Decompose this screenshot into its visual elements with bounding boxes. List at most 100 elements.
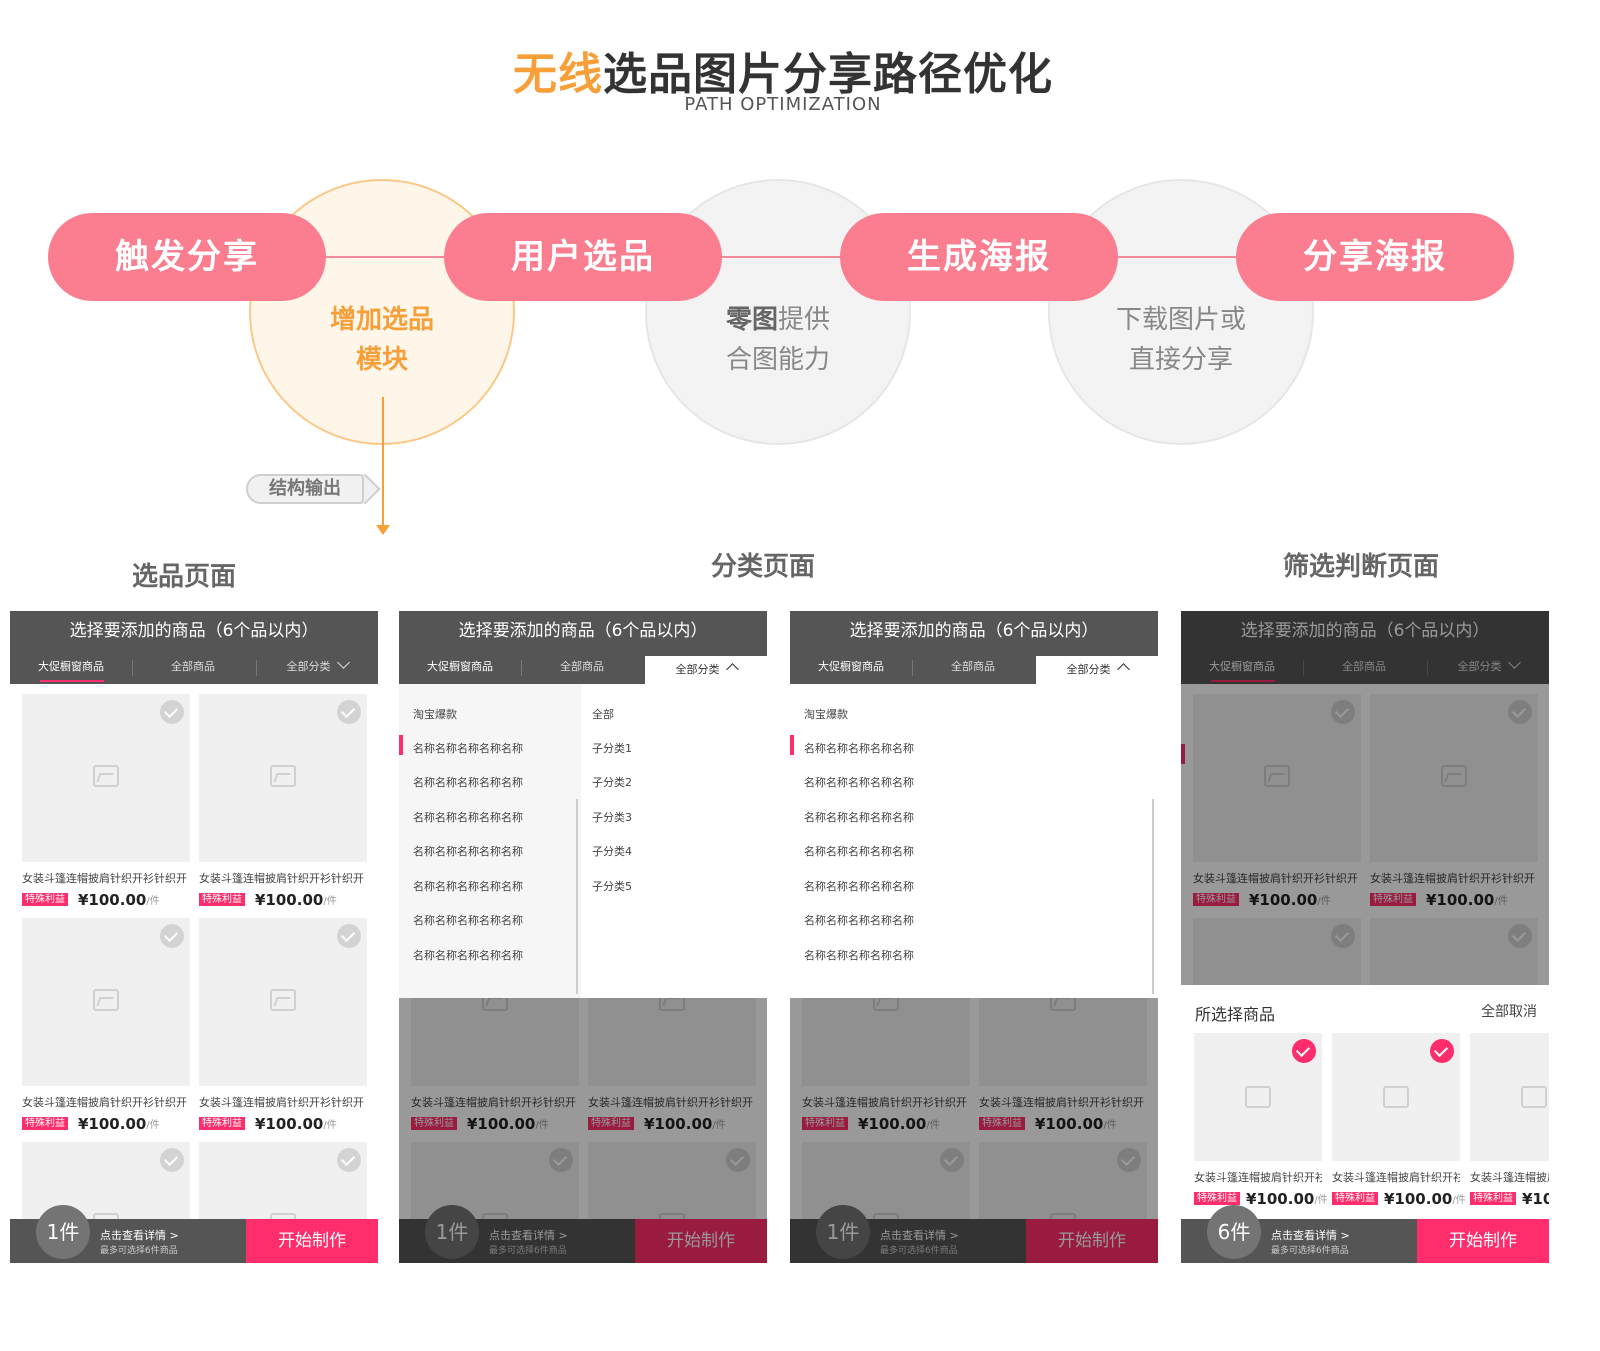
check-icon[interactable] [1331,924,1355,948]
tab-promo-window[interactable]: 大促橱窗商品 [10,656,132,684]
product-name: 女装斗篷连帽披肩针织开衫针织开 [588,1096,753,1109]
view-details-link[interactable]: 点击查看详情 > [880,1229,959,1242]
product-card[interactable]: 女装斗篷连帽披肩针织开衫针织开 特殊利益¥100.00/件 [22,918,190,1133]
category-item[interactable]: 淘宝爆款 [804,708,848,721]
tab-all-categories[interactable]: 全部分类 [1427,656,1549,684]
product-price: ¥100.00 [78,890,147,909]
tab-all-categories[interactable]: 全部分类 [645,656,767,684]
selected-products-panel: 所选择商品 全部取消 女装斗篷连帽披肩针织开衫 特殊利益¥100.00/件 女装… [1181,985,1549,1263]
category-item[interactable]: 名称名称名称名称名称 [804,811,914,824]
check-icon[interactable] [160,1148,184,1172]
selection-limit: 最多可选择6件商品 [489,1246,567,1256]
category-item[interactable]: 名称名称名称名称名称 [413,880,523,893]
screen-footer: 1件 点击查看详情 > 最多可选择6件商品 开始制作 [790,1205,1158,1263]
tab-all-products[interactable]: 全部商品 [132,656,254,684]
flow-connector-3 [1100,256,1260,258]
check-icon[interactable] [1508,700,1532,724]
selected-product-card[interactable]: 女装斗篷连帽披肩针织开衫 特殊利益¥100.00/件 [1332,1033,1466,1208]
tab-promo-window[interactable]: 大促橱窗商品 [1181,656,1303,684]
clear-all-button[interactable]: 全部取消 [1481,1004,1537,1020]
check-icon[interactable] [337,700,361,724]
category-item[interactable]: 名称名称名称名称名称 [804,914,914,927]
subcategory-item[interactable]: 子分类4 [592,845,632,858]
subcategory-item[interactable]: 子分类3 [592,811,632,824]
subcategory-item[interactable]: 子分类2 [592,776,632,789]
tab-promo-window[interactable]: 大促橱窗商品 [399,656,521,684]
product-image [1470,1033,1549,1161]
tab-divider [256,660,257,676]
active-category-marker [399,735,403,755]
category-dropdown: 淘宝爆款 名称名称名称名称名称 名称名称名称名称名称 名称名称名称名称名称 名称… [790,684,1158,998]
check-icon[interactable] [1331,700,1355,724]
benefit-badge: 特殊利益 [22,893,68,906]
product-image [1332,1033,1460,1161]
view-details-link[interactable]: 点击查看详情 > [100,1229,179,1242]
tab-label: 全部分类 [286,660,331,673]
tab-all-categories[interactable]: 全部分类 [1036,656,1158,684]
product-card[interactable]: 女装斗篷连帽披肩针织开衫针织开 特殊利益¥100.00/件 [199,694,367,909]
check-icon[interactable] [1292,1039,1316,1063]
selected-product-card[interactable]: 女装斗篷连帽披肩针织开衫 特殊利益¥100.00 [1470,1033,1549,1208]
product-price: ¥100.00 [1035,1114,1104,1133]
view-details-link[interactable]: 点击查看详情 > [1271,1229,1350,1242]
category-item[interactable]: 名称名称名称名称名称 [413,914,523,927]
product-name: 女装斗篷连帽披肩针织开衫 [1470,1171,1549,1184]
view-details-link[interactable]: 点击查看详情 > [489,1229,568,1242]
product-card[interactable]: 女装斗篷连帽披肩针织开衫针织开 特殊利益¥100.00/件 [1370,694,1538,909]
check-icon[interactable] [1117,1148,1141,1172]
tab-all-products[interactable]: 全部商品 [1303,656,1425,684]
category-item[interactable]: 名称名称名称名称名称 [804,949,914,962]
tab-label: 大促橱窗商品 [818,660,884,673]
price-line: 特殊利益¥100.00/件 [1193,889,1361,909]
subcategory-item[interactable]: 子分类1 [592,742,632,755]
start-making-button[interactable]: 开始制作 [635,1219,767,1263]
subcategory-item[interactable]: 子分类5 [592,880,632,893]
screen-category-single: 选择要添加的商品（6个品以内） 大促橱窗商品 全部商品 全部分类 女装斗篷连帽披… [790,611,1158,1263]
product-card[interactable]: 女装斗篷连帽披肩针织开衫针织开 特殊利益¥100.00/件 [199,918,367,1133]
category-item[interactable]: 名称名称名称名称名称 [804,776,914,789]
tab-all-products[interactable]: 全部商品 [912,656,1034,684]
check-icon[interactable] [337,1148,361,1172]
check-icon[interactable] [940,1148,964,1172]
product-price: ¥100.00 [467,1114,536,1133]
chevron-up-icon [1116,663,1130,676]
dim-overlay[interactable] [399,997,767,1263]
selected-count: 1件 [816,1205,870,1259]
check-icon[interactable] [726,1148,750,1172]
image-placeholder-icon [93,989,119,1011]
check-icon[interactable] [160,700,184,724]
category-item[interactable]: 名称名称名称名称名称 [804,742,914,755]
start-making-button[interactable]: 开始制作 [1417,1219,1549,1263]
category-item[interactable]: 名称名称名称名称名称 [413,811,523,824]
product-card[interactable]: 女装斗篷连帽披肩针织开衫针织开 特殊利益¥100.00/件 [22,694,190,909]
scrollbar[interactable] [576,799,578,994]
tab-all-products[interactable]: 全部商品 [521,656,643,684]
tab-all-categories[interactable]: 全部分类 [256,656,378,684]
category-item[interactable]: 名称名称名称名称名称 [804,845,914,858]
tab-promo-window[interactable]: 大促橱窗商品 [790,656,912,684]
tab-bar: 大促橱窗商品 全部商品 全部分类 [1181,656,1549,684]
image-placeholder-icon [1383,1086,1409,1108]
scrollbar[interactable] [1152,799,1154,994]
check-icon[interactable] [160,924,184,948]
category-item[interactable]: 名称名称名称名称名称 [804,880,914,893]
category-item[interactable]: 名称名称名称名称名称 [413,845,523,858]
circle3-line1: 下载图片或 [1115,305,1246,335]
check-icon[interactable] [549,1148,573,1172]
circle1-line2: 模块 [355,345,408,375]
start-making-button[interactable]: 开始制作 [246,1219,378,1263]
subcategory-item[interactable]: 全部 [592,708,614,721]
chevron-up-icon [725,663,739,676]
check-icon[interactable] [1430,1039,1454,1063]
check-icon[interactable] [337,924,361,948]
category-item[interactable]: 淘宝爆款 [413,708,457,721]
check-icon[interactable] [1508,924,1532,948]
category-item[interactable]: 名称名称名称名称名称 [413,776,523,789]
dim-overlay[interactable] [790,997,1158,1263]
product-image [1193,694,1361,862]
selected-product-card[interactable]: 女装斗篷连帽披肩针织开衫 特殊利益¥100.00/件 [1194,1033,1328,1208]
category-item[interactable]: 名称名称名称名称名称 [413,949,523,962]
product-card[interactable]: 女装斗篷连帽披肩针织开衫针织开 特殊利益¥100.00/件 [1193,694,1361,909]
category-item[interactable]: 名称名称名称名称名称 [413,742,523,755]
start-making-button[interactable]: 开始制作 [1026,1219,1158,1263]
